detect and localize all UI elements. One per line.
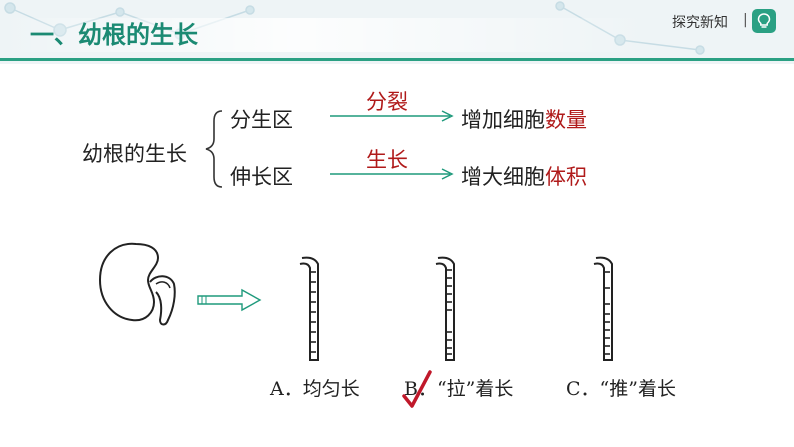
header-divider: [0, 58, 794, 61]
branch-result-1: 增加细胞数量: [461, 108, 587, 132]
content-area: 幼根的生长 分生区 分裂 增加细胞数量 伸长区 生长 增大细胞体积: [0, 64, 794, 447]
page-title: 一、幼根的生长: [30, 21, 198, 49]
root-label: 幼根的生长: [82, 142, 187, 166]
explore-label: 探究新知: [672, 15, 728, 31]
branch-result-2: 增大细胞体积: [461, 165, 587, 189]
lightbulb-button[interactable]: [752, 9, 776, 33]
option-b[interactable]: B．“拉”着长: [404, 378, 514, 400]
branch-process-2: 生长: [366, 148, 408, 172]
title-bar-highlight: [0, 18, 650, 52]
bean-seed-icon: [98, 242, 176, 326]
arrow-icon: [330, 168, 454, 180]
option-a[interactable]: A．均匀长: [270, 378, 360, 400]
branch-zone-1: 分生区: [230, 108, 293, 132]
branch-zone-2: 伸长区: [230, 165, 293, 189]
root-diagram-a: [299, 256, 319, 361]
arrow-icon: [330, 110, 454, 122]
brace-icon: [205, 110, 223, 188]
hollow-arrow-icon: [197, 288, 262, 312]
root-diagram-c: [593, 256, 613, 361]
branch-process-1: 分裂: [366, 90, 408, 114]
check-mark-icon: [402, 370, 432, 408]
header-separator: |: [743, 12, 748, 28]
lightbulb-icon: [757, 13, 771, 28]
option-c[interactable]: C．“推”着长: [566, 378, 676, 400]
root-diagram-b: [435, 256, 455, 361]
